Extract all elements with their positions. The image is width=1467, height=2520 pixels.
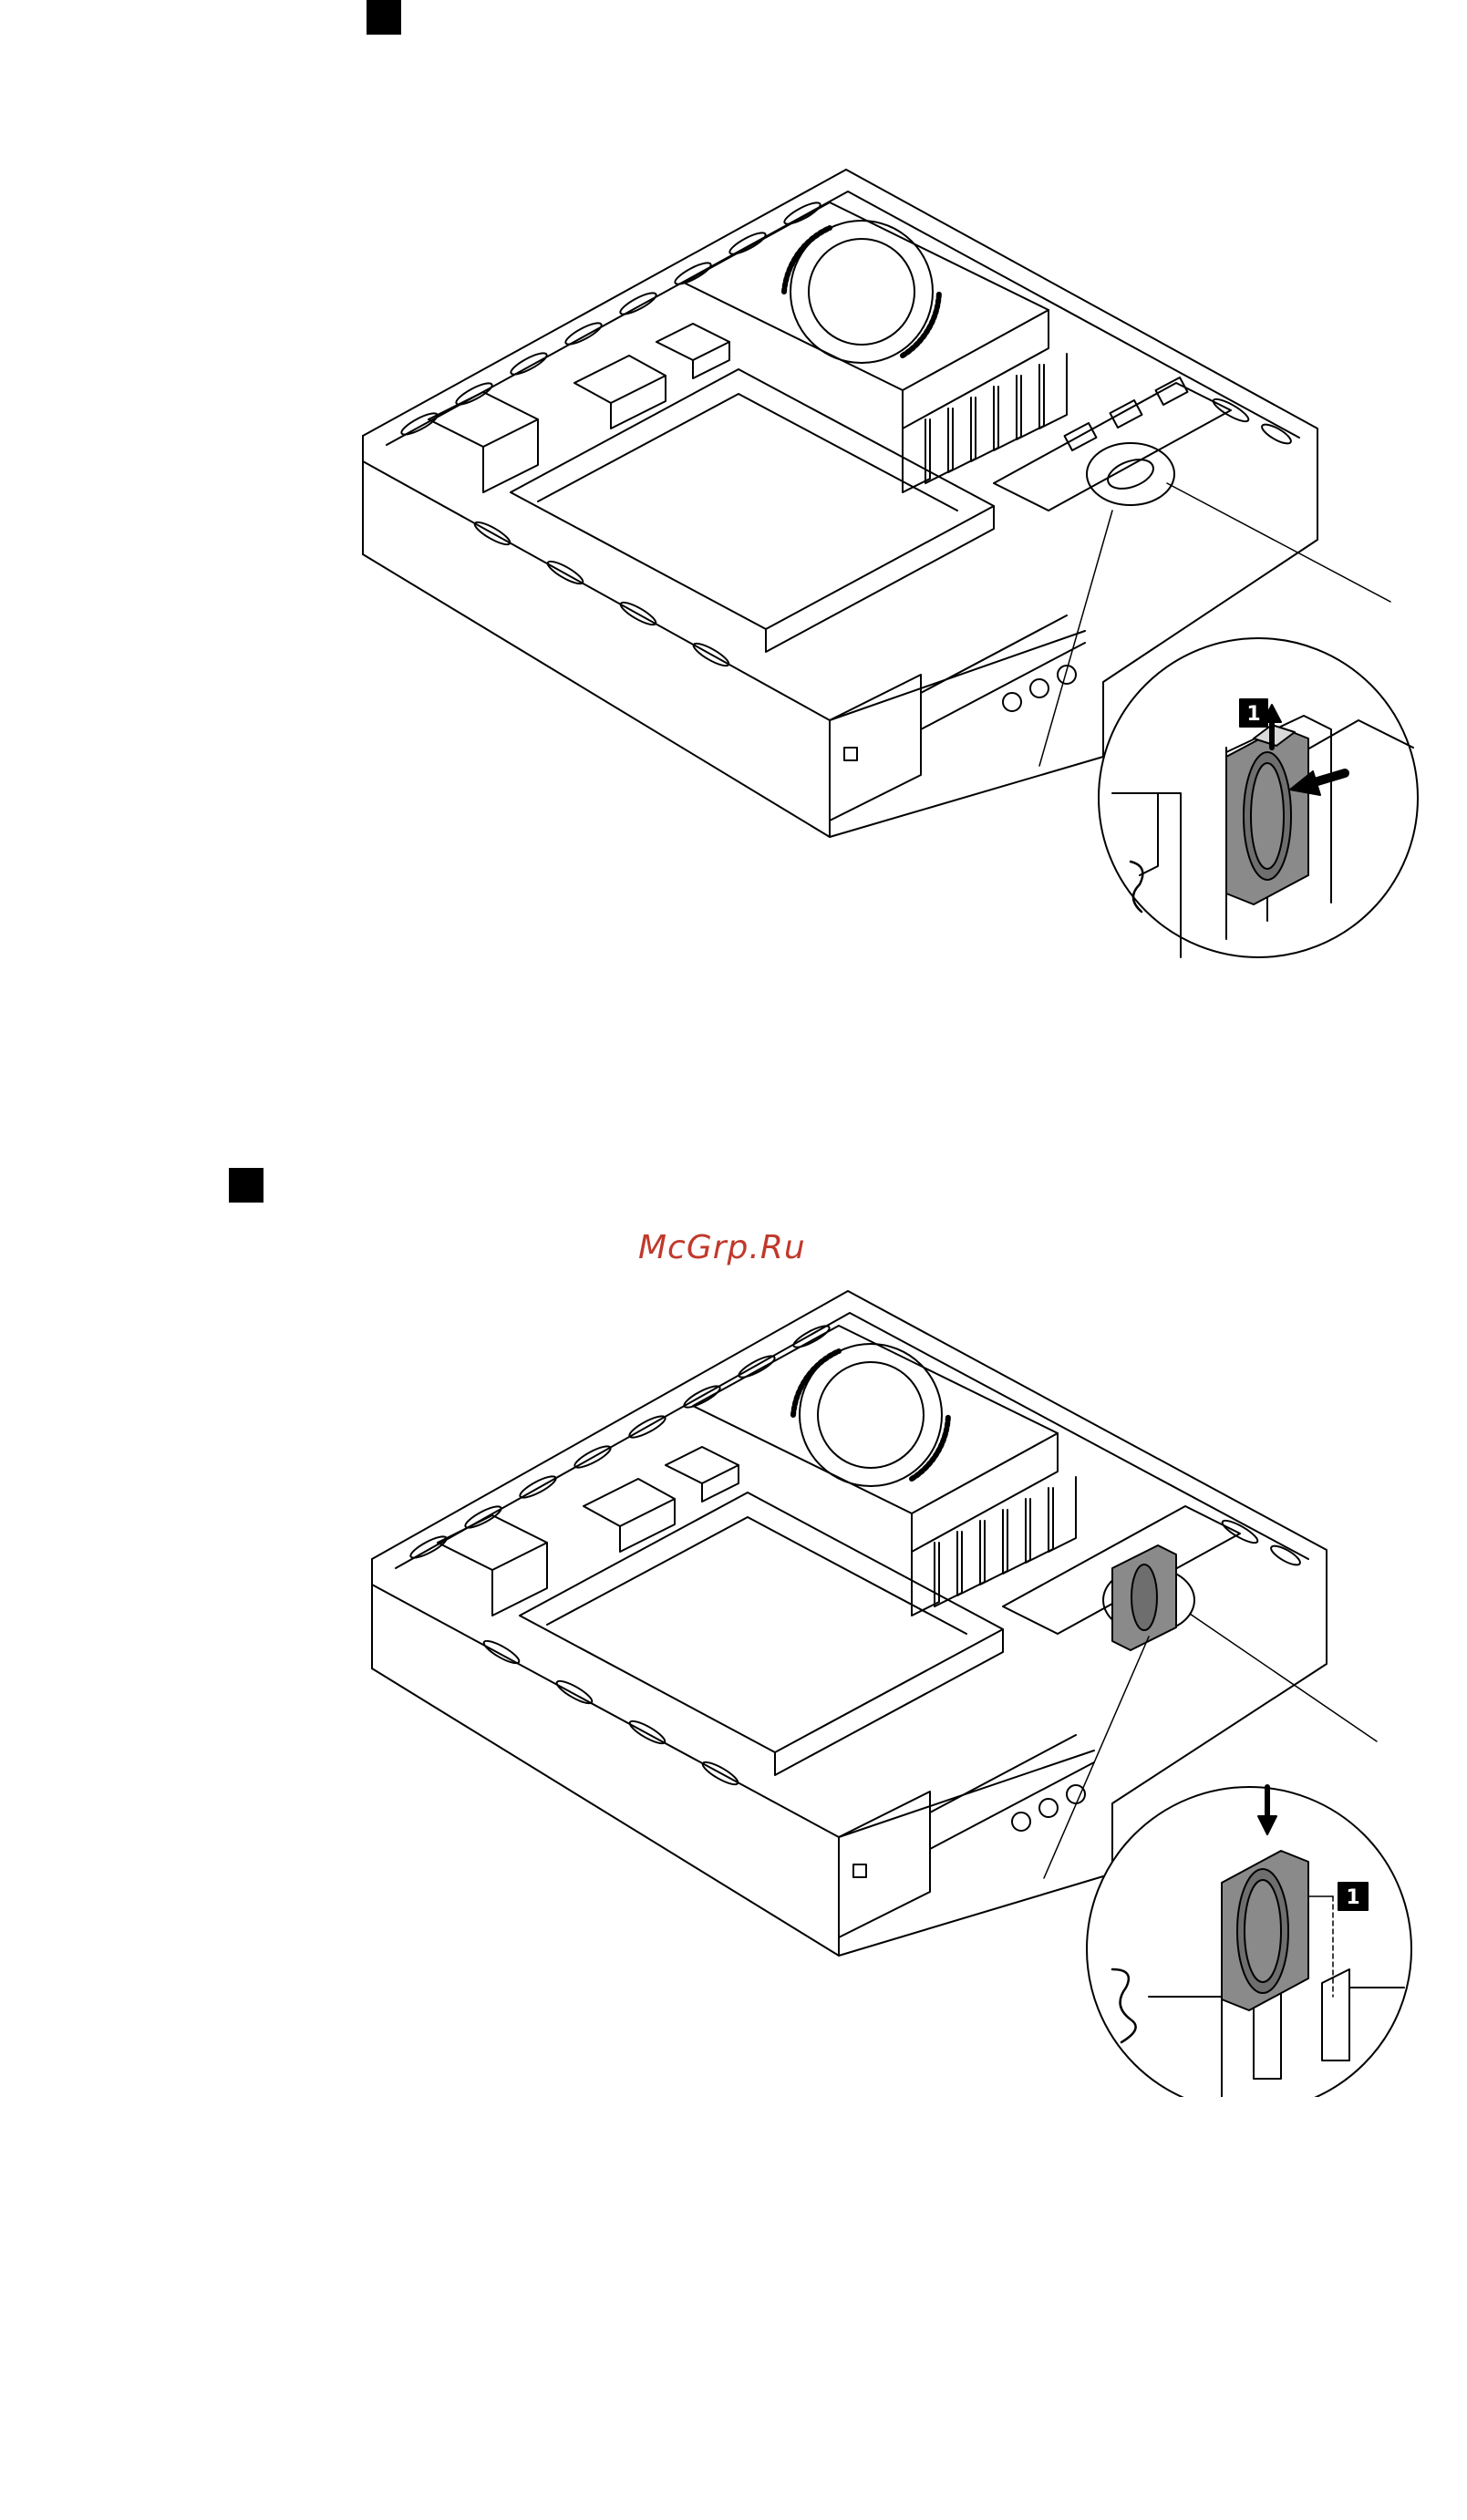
step-marker-square	[229, 1168, 263, 1203]
callout-magnifier	[1087, 1787, 1411, 2097]
svg-text:1: 1	[1246, 703, 1260, 726]
watermark-text: McGrp.Ru	[638, 1229, 806, 1266]
figure-remove-speaker: 1	[356, 155, 1467, 994]
step-marker-square	[367, 0, 401, 35]
figure-install-speaker: 1	[365, 1276, 1467, 2097]
callout-magnifier	[1099, 638, 1418, 957]
callout-label-1: 1	[1338, 1883, 1368, 1910]
svg-text:1: 1	[1346, 1886, 1359, 1909]
